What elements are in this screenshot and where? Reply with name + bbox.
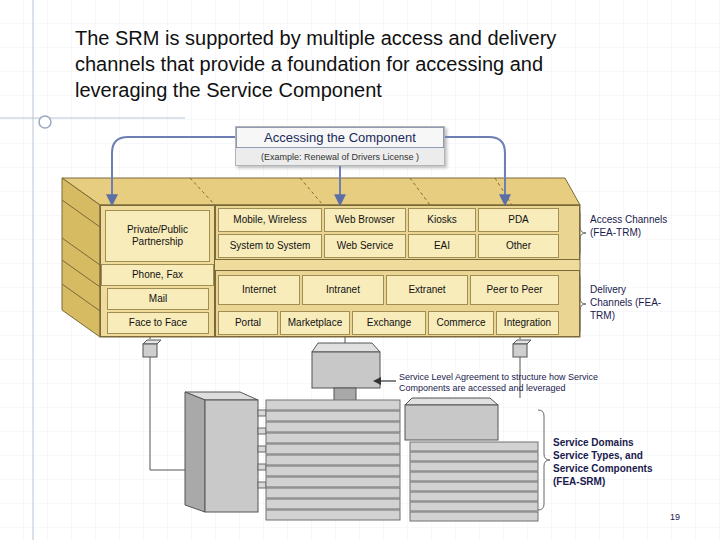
stack-slab	[266, 422, 400, 432]
rule-line	[0, 118, 185, 119]
band-line	[62, 200, 100, 227]
channel-cell: Web Browser	[324, 208, 406, 232]
slab-dash	[190, 178, 215, 205]
slab-dash	[410, 178, 430, 205]
server-top	[405, 398, 498, 405]
rule-circle	[39, 116, 51, 128]
port	[258, 482, 266, 488]
channel-label: Access Channels (FEA-TRM)	[590, 213, 670, 239]
margin-line	[33, 0, 34, 540]
band-line	[62, 284, 100, 311]
stack-slab	[266, 466, 400, 476]
srm-label: Service Domains Service Types, and Servi…	[553, 436, 671, 488]
channel-cell: EAI	[408, 234, 476, 258]
stack-slab	[266, 400, 400, 410]
channel-cell: Intranet	[302, 275, 384, 305]
wire	[345, 337, 346, 343]
channel-cell: Mail	[107, 288, 209, 310]
slab-dash	[300, 178, 323, 205]
slide-title: The SRM is supported by multiple access …	[75, 25, 615, 103]
wire	[150, 357, 151, 470]
server-top	[312, 343, 380, 352]
channel-cell: Marketplace	[280, 311, 350, 335]
channel-cell: Other	[478, 234, 559, 258]
slab-top-face	[62, 178, 580, 205]
stack-slab	[266, 510, 400, 520]
band-line	[62, 238, 100, 265]
stack-slab	[410, 472, 538, 481]
port	[258, 410, 266, 416]
slab-front-face	[100, 205, 580, 337]
box-heading: Accessing the Component	[236, 127, 444, 148]
stack-slab	[266, 488, 400, 498]
slab-stack	[266, 400, 400, 520]
stack-slab	[266, 411, 400, 421]
cube-top	[513, 340, 531, 344]
sla-note: Service Level Agreement to structure how…	[399, 372, 649, 394]
stack-slab	[410, 452, 538, 461]
stack-slab	[410, 492, 538, 501]
slab-side-bands	[62, 200, 100, 311]
stack-slab	[266, 433, 400, 443]
channel-cell: Portal	[218, 311, 278, 335]
channel-cell: Mobile, Wireless	[218, 208, 322, 232]
stack-slab	[266, 455, 400, 465]
stack-slab	[266, 499, 400, 509]
slab-dash	[495, 178, 512, 205]
port	[258, 446, 266, 452]
port	[258, 464, 266, 470]
access-arrow	[339, 166, 341, 205]
box-example: (Example: Renewal of Drivers License )	[236, 148, 444, 162]
tower-side	[185, 392, 205, 512]
channel-cell: Integration	[496, 311, 559, 335]
channel-cell: Internet	[218, 275, 300, 305]
channel-cell: Private/Public Partnership	[105, 210, 210, 262]
band-line	[62, 260, 100, 287]
channel-label: Delivery Channels (FEA-TRM)	[590, 283, 670, 322]
cube-top	[143, 340, 161, 344]
stack-slab	[410, 462, 538, 471]
server-front	[312, 352, 380, 388]
stack-slab	[266, 477, 400, 487]
delivery-panel: InternetIntranetExtranetPeer to PeerPort…	[215, 270, 580, 337]
cube-front	[143, 344, 157, 357]
stack-slab	[410, 502, 538, 511]
slab-dashes	[190, 178, 512, 205]
channel-cell: Phone, Fax	[101, 264, 214, 286]
access-arrow	[445, 137, 505, 205]
leader-arrowhead	[373, 377, 381, 385]
slab-side-face	[62, 178, 100, 337]
channel-cell: Face to Face	[107, 312, 209, 334]
channel-cell: Web Service	[324, 234, 406, 258]
wire	[150, 470, 185, 471]
tower-front	[205, 400, 258, 512]
brace	[538, 410, 550, 510]
port	[258, 428, 266, 434]
channel-block: Private/Public PartnershipPhone, FaxMail…	[100, 205, 215, 337]
channel-cell: PDA	[478, 208, 559, 232]
leader-arrow	[380, 380, 396, 381]
channel-cell: Kiosks	[408, 208, 476, 232]
channel-cell: Commerce	[428, 311, 494, 335]
access-arrow	[112, 137, 235, 205]
access-panel: Mobile, WirelessWeb BrowserKiosksPDA Syst…	[215, 205, 580, 260]
tower-ports	[258, 410, 266, 488]
channel-cell: Extranet	[386, 275, 468, 305]
channel-cell: Peer to Peer	[470, 275, 559, 305]
stack-slab	[410, 442, 538, 451]
channel-cell: System to System	[218, 234, 322, 258]
stack-slab	[266, 444, 400, 454]
stack-slab	[410, 482, 538, 491]
stack-slab	[410, 512, 538, 521]
cube-front	[513, 344, 527, 357]
server-front	[405, 405, 498, 440]
page-number: 19	[670, 512, 700, 523]
channel-cell: Exchange	[352, 311, 426, 335]
slab-stack	[410, 442, 538, 521]
component-box: Accessing the Component(Example: Renewal…	[235, 126, 445, 166]
